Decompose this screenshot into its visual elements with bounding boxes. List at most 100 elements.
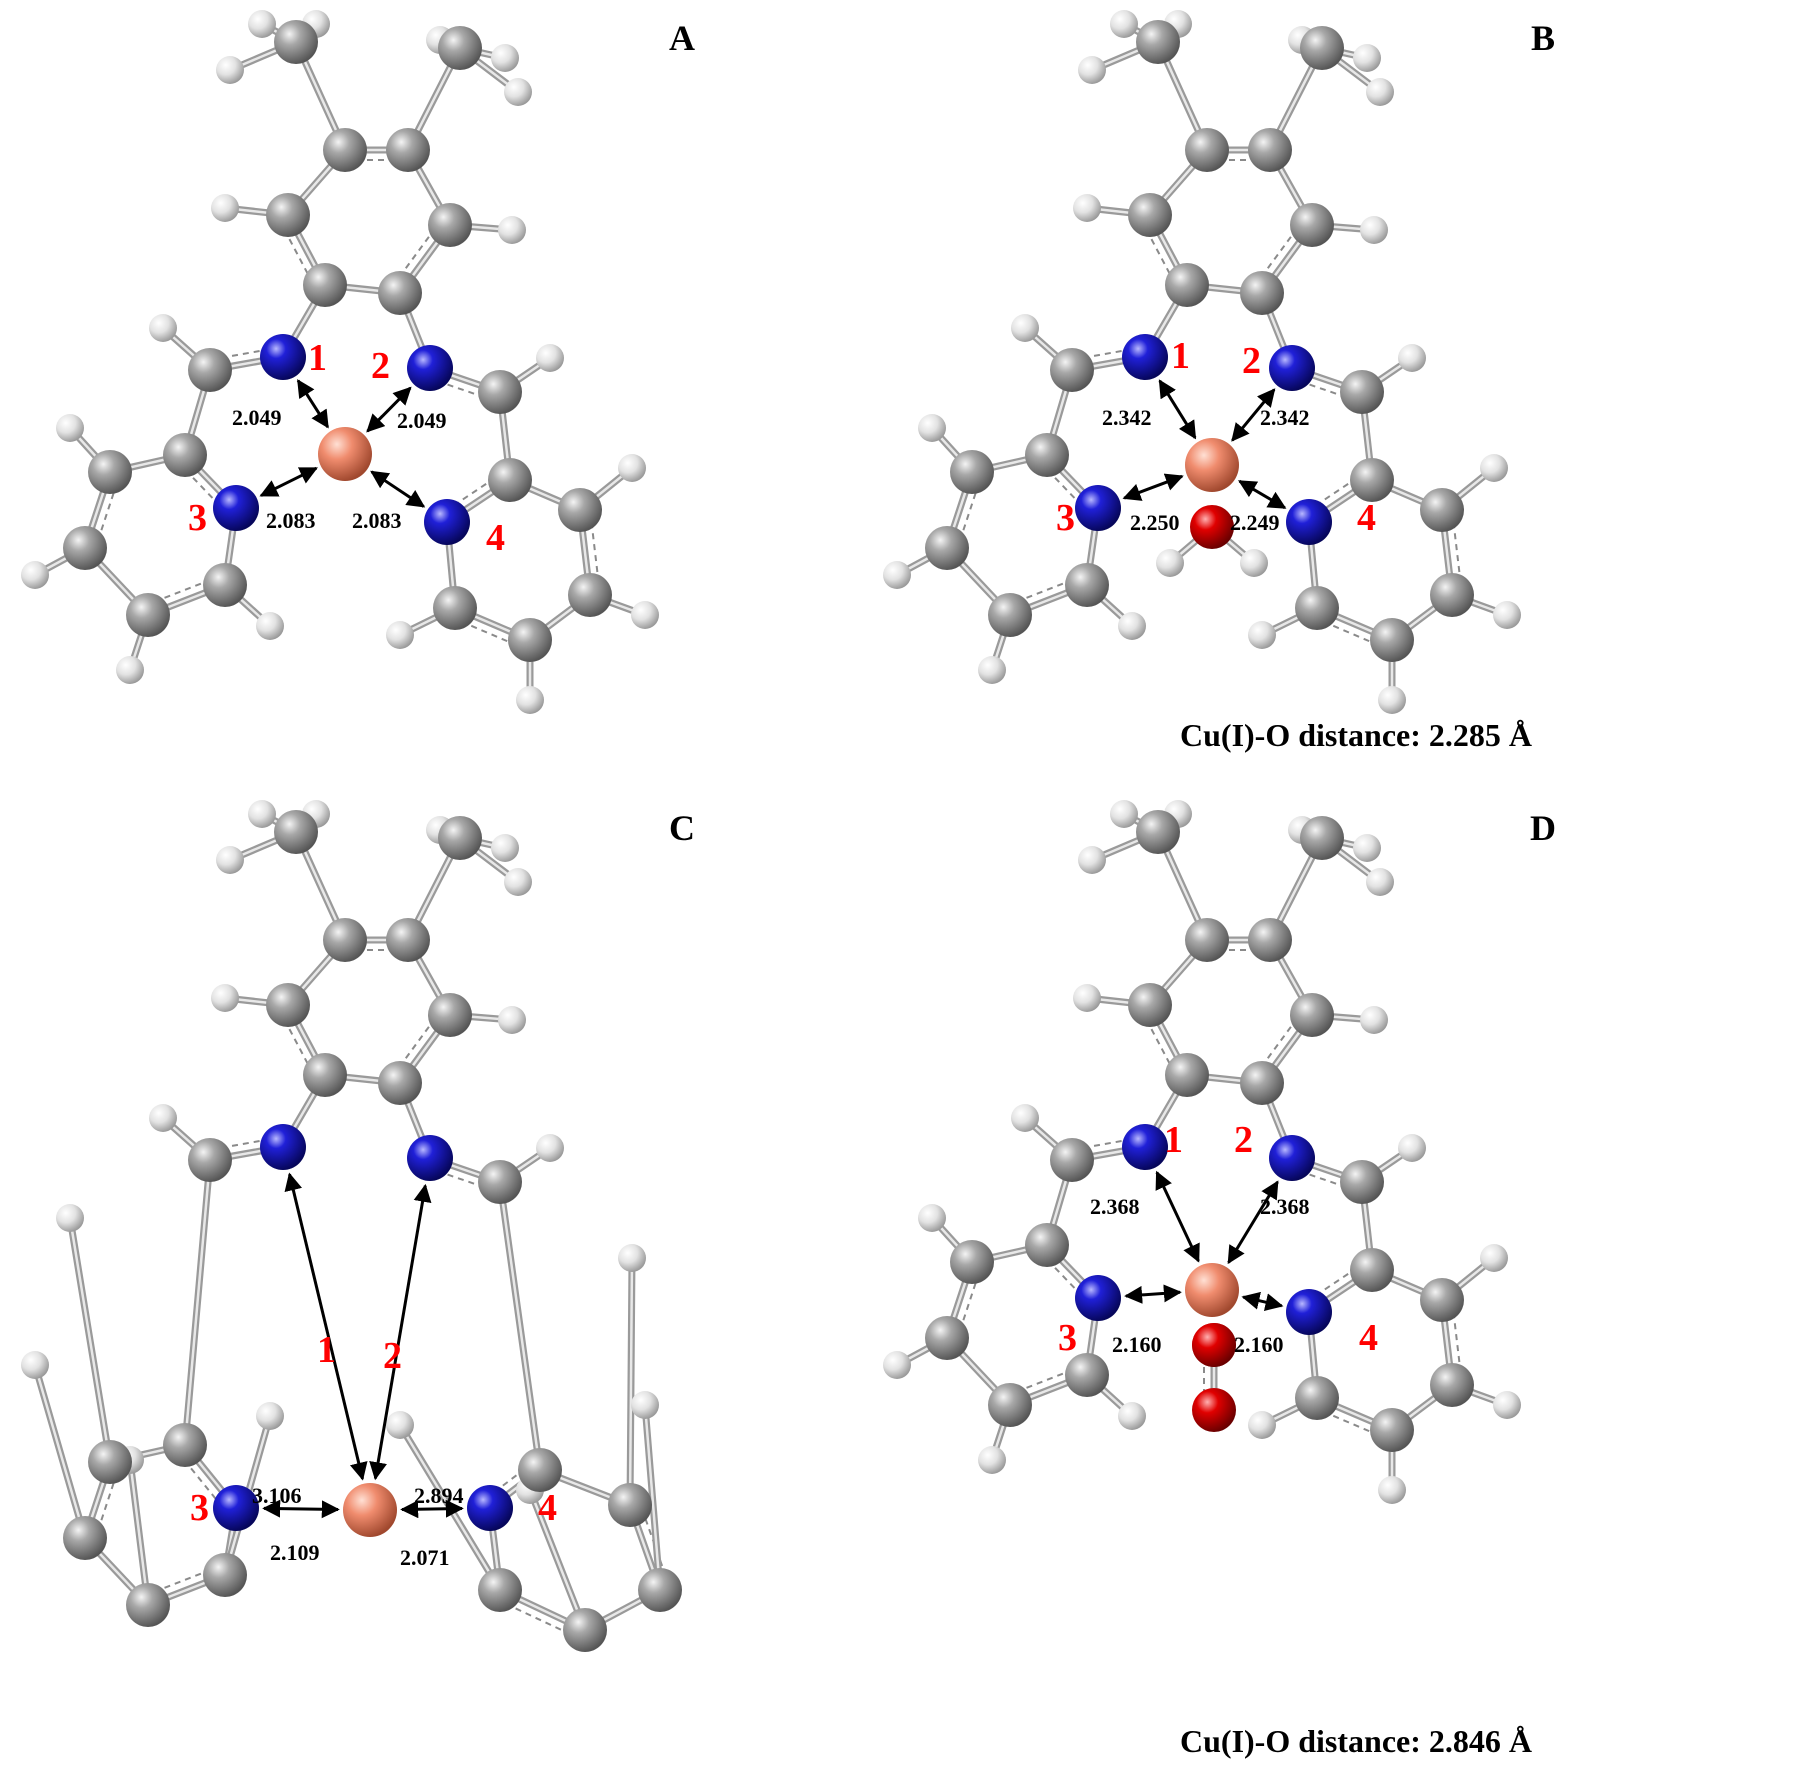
hydrogen-atom	[883, 1351, 911, 1379]
hydrogen-atom	[918, 1204, 946, 1232]
carbon-atom	[950, 1240, 994, 1284]
nitrogen-label-2: 2	[1242, 340, 1261, 382]
nitrogen-label-2: 2	[383, 1335, 402, 1377]
panel-letter: A	[669, 18, 695, 58]
carbon-atom	[1290, 993, 1334, 1037]
carbon-atom	[1136, 20, 1180, 64]
distance-label: 2.342	[1102, 405, 1152, 430]
hydrogen-atom	[491, 834, 519, 862]
carbon-atom	[163, 433, 207, 477]
carbon-atom	[1128, 983, 1172, 1027]
carbon-atom	[274, 20, 318, 64]
nitrogen-atom	[407, 1135, 453, 1181]
carbon-atom	[438, 816, 482, 860]
carbon-atom	[1340, 370, 1384, 414]
carbon-atom	[433, 586, 477, 630]
copper-atom	[318, 427, 372, 481]
carbon-atom	[1248, 918, 1292, 962]
hydrogen-atom	[1156, 549, 1184, 577]
hydrogen-atom	[536, 1134, 564, 1162]
carbon-atom	[88, 450, 132, 494]
distance-arrow	[1231, 388, 1276, 442]
hydrogen-atom	[918, 414, 946, 442]
distance-label: 2.368	[1260, 1194, 1310, 1219]
carbon-atom	[1025, 433, 1069, 477]
hydrogen-atom	[149, 314, 177, 342]
nitrogen-atom	[1269, 345, 1315, 391]
hydrogen-atom	[1493, 1391, 1521, 1419]
carbon-atom	[1185, 128, 1229, 172]
nitrogen-atom	[260, 334, 306, 380]
cu-o-distance-caption: Cu(I)-O distance: 2.846 Å	[1180, 1723, 1532, 1759]
bond-highlight	[628, 1256, 634, 1507]
hydrogen-atom	[491, 44, 519, 72]
bond-highlight	[128, 1458, 150, 1607]
nitrogen-atom	[1075, 485, 1121, 531]
hydrogen-atom	[1110, 800, 1138, 828]
carbon-atom	[323, 128, 367, 172]
hydrogen-atom	[1011, 1104, 1039, 1132]
hydrogen-atom	[1110, 10, 1138, 38]
nitrogen-atom	[424, 499, 470, 545]
carbon-atom	[1295, 586, 1339, 630]
nitrogen-label-1: 1	[1171, 335, 1190, 377]
carbon-atom	[126, 593, 170, 637]
hydrogen-atom	[536, 344, 564, 372]
nitrogen-atom	[213, 1485, 259, 1531]
distance-label: 2.368	[1090, 1194, 1140, 1219]
carbon-atom	[88, 1440, 132, 1484]
carbon-atom	[518, 1448, 562, 1492]
carbon-atom	[63, 526, 107, 570]
hydrogen-atom	[978, 1446, 1006, 1474]
carbon-atom	[1185, 918, 1229, 962]
distance-arrow	[259, 466, 318, 497]
carbon-atom	[478, 1160, 522, 1204]
carbon-atom	[925, 526, 969, 570]
carbon-atom	[378, 271, 422, 315]
hydrogen-atom	[1248, 1411, 1276, 1439]
hydrogen-atom	[21, 1351, 49, 1379]
hydrogen-atom	[386, 621, 414, 649]
copper-atom	[1185, 438, 1239, 492]
carbon-atom	[1340, 1160, 1384, 1204]
hydrogen-atom	[386, 1411, 414, 1439]
carbon-atom	[1050, 348, 1094, 392]
distance-arrow	[1124, 1284, 1182, 1304]
carbon-atom	[478, 1568, 522, 1612]
distance-label: 2.083	[352, 508, 402, 533]
hydrogen-atom	[1073, 194, 1101, 222]
copper-atom	[1185, 1263, 1239, 1317]
oxygen-atom	[1192, 1323, 1236, 1367]
hydrogen-atom	[498, 216, 526, 244]
carbon-atom	[925, 1316, 969, 1360]
hydrogen-atom	[1366, 868, 1394, 896]
carbon-atom	[188, 348, 232, 392]
hydrogen-atom	[1493, 601, 1521, 629]
hydrogen-atom	[211, 194, 239, 222]
distance-arrow	[1158, 379, 1197, 440]
nitrogen-label-4: 4	[538, 1487, 557, 1529]
nitrogen-label-1: 1	[308, 337, 327, 379]
nitrogen-atom	[407, 345, 453, 391]
hydrogen-atom	[1398, 344, 1426, 372]
nitrogen-atom	[1075, 1275, 1121, 1321]
carbon-atom	[266, 193, 310, 237]
carbon-atom	[1370, 618, 1414, 662]
hydrogen-atom	[1240, 549, 1268, 577]
carbon-atom	[638, 1568, 682, 1612]
carbon-atom	[203, 563, 247, 607]
carbon-atom	[274, 810, 318, 854]
nitrogen-label-3: 3	[188, 497, 207, 539]
carbon-atom	[608, 1483, 652, 1527]
panel-letter: D	[1530, 808, 1556, 848]
nitrogen-atom	[260, 1124, 306, 1170]
carbon-atom	[1420, 1278, 1464, 1322]
hydrogen-atom	[21, 561, 49, 589]
distance-arrow	[296, 379, 330, 429]
carbon-atom	[478, 370, 522, 414]
hydrogen-atom	[631, 601, 659, 629]
carbon-atom	[1350, 458, 1394, 502]
distance-arrow	[370, 470, 426, 508]
